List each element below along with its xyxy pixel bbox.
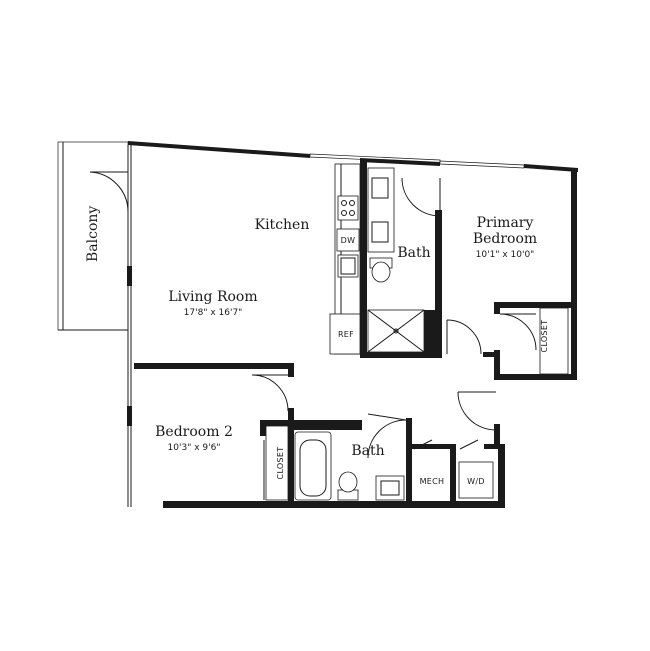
dishwasher-label: DW [341,236,356,245]
primary-bedroom-label-2: Bedroom [473,231,537,247]
utility: CLOSET CLOSET MECH W/D [265,307,569,501]
balcony: Balcony [57,141,129,331]
primary-bedroom-label-1: Primary [477,215,534,231]
interior-walls [134,160,577,508]
closet-bedroom2-label: CLOSET [276,447,285,480]
kitchen-label: Kitchen [255,217,310,233]
upper-bath-label: Bath [397,245,430,261]
primary-bedroom-dims: 10'1" x 10'0" [476,250,535,260]
balcony-label: Balcony [85,206,101,262]
washer-dryer-label: W/D [467,477,485,486]
refrigerator-label: REF [338,330,354,339]
room-labels: Kitchen Living Room 17'8" x 16'7" Bath P… [155,215,537,459]
bedroom-2-label: Bedroom 2 [155,424,233,440]
bedroom-2-dims: 10'3" x 9'6" [168,443,221,453]
lower-bath-label: Bath [351,443,384,459]
lower-bath-fixtures [294,431,405,501]
doors [89,171,537,500]
living-room-dims: 17'8" x 16'7" [184,308,243,318]
cooktop [337,195,359,221]
closet-primary-label: CLOSET [540,320,549,353]
living-room-label: Living Room [168,289,257,305]
kitchen-sink [337,254,359,278]
kitchen-fixtures: DW REF [329,163,361,355]
upper-bath-fixtures [367,167,425,353]
mech-label: MECH [420,477,445,486]
